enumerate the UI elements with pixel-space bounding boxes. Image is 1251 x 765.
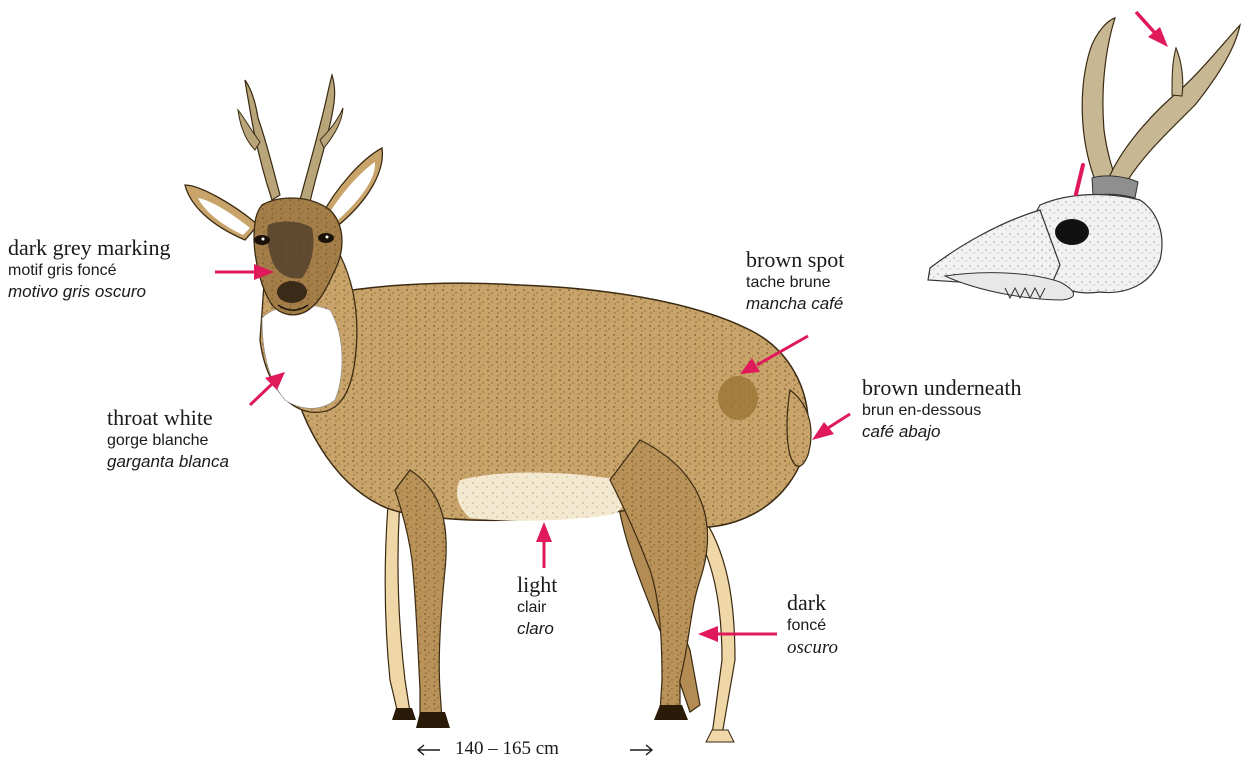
label-brown-spot-es: mancha café [746,294,906,314]
skull-eye-socket [1055,219,1089,245]
label-brown-underneath: brown underneath brun en-dessous café ab… [862,375,1082,441]
label-brown-underneath-es: café abajo [862,422,1082,442]
label-dark: dark foncé oscuro [787,590,877,659]
deer-throat-white [262,305,342,409]
label-dark-grey-marking-es: motivo gris oscuro [8,282,213,302]
label-light-en: light [517,572,607,597]
label-brown-spot: brown spot tache brune mancha café [746,247,906,313]
deer-front-leg-far [385,500,410,714]
skull-illustration [928,18,1240,300]
size-label: 140 – 165 cm [455,738,559,760]
label-throat-white-fr: gorge blanche [107,432,307,450]
label-brown-underneath-en: brown underneath [862,375,1082,400]
label-brown-spot-en: brown spot [746,247,906,272]
label-brown-underneath-fr: brun en-dessous [862,402,1082,420]
label-throat-white-en: throat white [107,405,307,430]
label-dark-es: oscuro [787,637,877,659]
arrow-throat-white [250,384,272,405]
skull-antler-front [1108,25,1240,185]
arrow-skull-tine [1136,12,1155,33]
label-light: light clair claro [517,572,607,638]
deer-nose [277,281,307,303]
label-throat-white: throat white gorge blanche garganta blan… [107,405,307,471]
label-light-es: claro [517,619,607,639]
label-dark-grey-marking-fr: motif gris foncé [8,262,213,280]
label-throat-white-es: garganta blanca [107,452,307,472]
label-dark-fr: foncé [787,617,877,635]
skull-pedicle-marker [1076,165,1083,194]
deer-brown-spot [718,376,758,420]
size-label-text: 140 – 165 cm [455,738,559,759]
label-dark-en: dark [787,590,877,615]
arrow-brown-underneath [828,414,850,428]
skull-antler-back [1082,18,1118,185]
label-light-fr: clair [517,599,607,617]
label-brown-spot-fr: tache brune [746,274,906,292]
label-dark-grey-marking-en: dark grey marking [8,235,213,260]
label-dark-grey-marking: dark grey marking motif gris foncé motiv… [8,235,213,301]
